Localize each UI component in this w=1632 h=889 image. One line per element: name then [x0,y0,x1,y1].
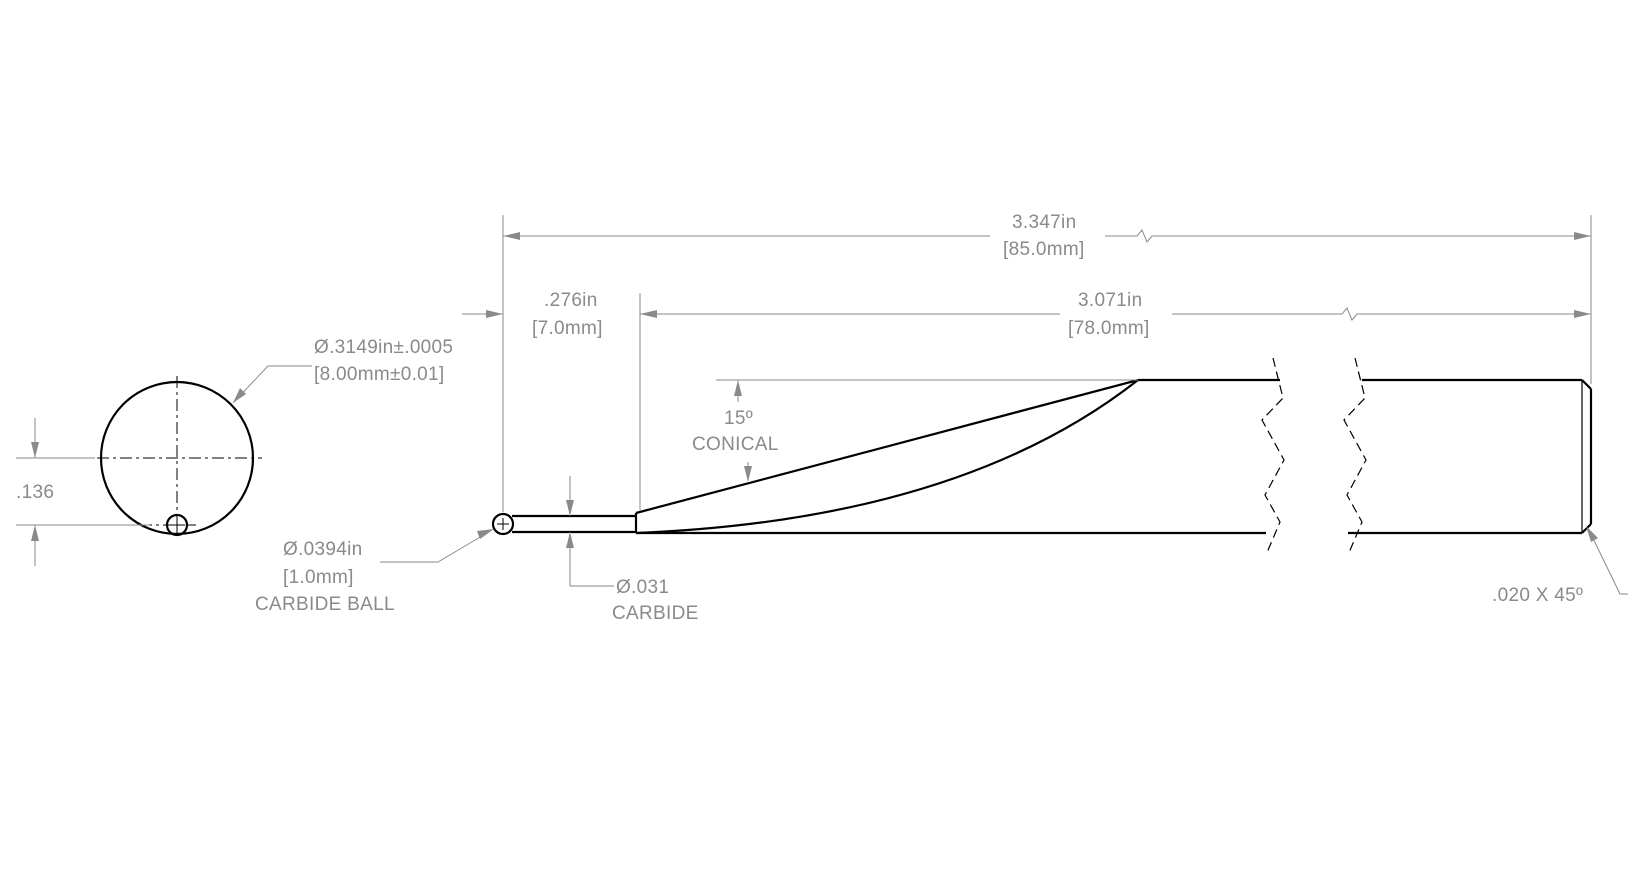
stem-diameter-imperial: Ø.031 [616,577,669,598]
cone-top-edge [635,378,1139,515]
end-view: .136 Ø.3149in±.0005 [8.00mm±0.01] [16,337,453,566]
overall-length-dim-right [1105,229,1591,243]
cone-angle: 15º [724,408,753,429]
body-length-dim-right [1172,307,1591,321]
chamfer-note: .020 X 45º [1492,585,1583,606]
cone-angle-arrow-bottom [744,466,752,482]
body-length-imperial: 3.071in [1078,290,1142,311]
break-line-right [1343,357,1367,556]
tip-length-metric: [7.0mm] [532,318,603,339]
carbide-ball [491,512,515,536]
overall-length-metric: [85.0mm] [1003,239,1085,260]
ball-diameter-imperial: Ø.0394in [283,539,363,560]
ball-material-note: CARBIDE BALL [255,594,395,615]
ball-diameter-arrow [477,529,494,539]
overall-length-arrow-right [1574,232,1591,240]
shank-diameter-leader [232,365,312,404]
chamfer-leader [1587,527,1628,595]
shank-diameter-imperial: Ø.3149in±.0005 [314,337,453,358]
body-length-arrow-left [640,310,657,318]
stem-arrow-top [566,500,574,516]
tip-length-arrow [486,310,503,318]
break-line-left [1261,357,1285,556]
body-length-metric: [78.0mm] [1068,318,1150,339]
overall-length-arrow-left [503,232,520,240]
body-length-arrow-right [1574,310,1591,318]
offset-arrow-bottom [31,525,39,541]
stem-dim-lower [569,532,614,587]
ball-diameter-leader [380,529,493,563]
ball-diameter-metric: [1.0mm] [283,567,354,588]
side-view [491,357,1593,556]
dimensions: 3.347in [85.0mm] .276in [7.0mm] 3.071in … [255,212,1628,624]
cone-curved-edge [635,379,1139,535]
offset-arrow-top [31,442,39,458]
stem-arrow-bottom [566,532,574,548]
cone-angle-arrow-top [734,380,742,396]
cone-note: CONICAL [692,434,779,455]
shank-diameter-metric: [8.00mm±0.01] [314,364,445,385]
shank-diameter-arrow [233,388,246,403]
chamfer-top [1581,379,1592,390]
ball-offset-dim: .136 [16,482,54,503]
tip-length-imperial: .276in [544,290,598,311]
chamfer-bottom [1581,523,1592,534]
stem-material-note: CARBIDE [612,603,699,624]
chamfer-arrow [1586,526,1598,542]
overall-length-imperial: 3.347in [1012,212,1076,233]
